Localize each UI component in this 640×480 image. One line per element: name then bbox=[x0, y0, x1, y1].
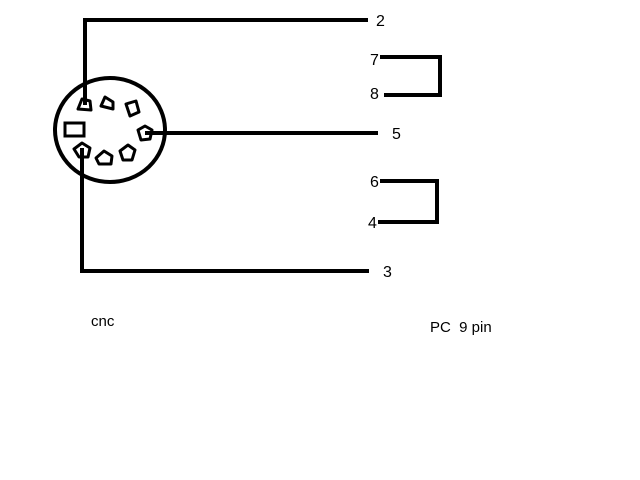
pin-label-7: 7 bbox=[370, 52, 379, 69]
pin-label-8: 8 bbox=[370, 86, 379, 103]
din-pin-hole bbox=[124, 99, 141, 118]
din-pin-hole bbox=[118, 143, 137, 162]
pin-label-5: 5 bbox=[392, 126, 401, 143]
pin-label-4: 4 bbox=[368, 215, 377, 232]
wire-pin-3 bbox=[80, 148, 369, 273]
din-pin-hole bbox=[94, 149, 114, 166]
loopback-6-4 bbox=[378, 179, 439, 224]
connector-label-cnc: cnc bbox=[91, 313, 115, 330]
pin-label-6: 6 bbox=[370, 174, 379, 191]
pin-label-3: 3 bbox=[383, 264, 392, 281]
pin-label-2: 2 bbox=[376, 13, 385, 30]
din-key-notch bbox=[63, 121, 86, 138]
connector-label-pc: PC 9 pin bbox=[430, 319, 492, 336]
din-connector-outline bbox=[53, 76, 167, 184]
din-pin-hole bbox=[99, 95, 115, 111]
din-connector bbox=[53, 76, 167, 184]
loopback-7-8 bbox=[380, 55, 442, 97]
wire-pin-2 bbox=[83, 18, 368, 105]
